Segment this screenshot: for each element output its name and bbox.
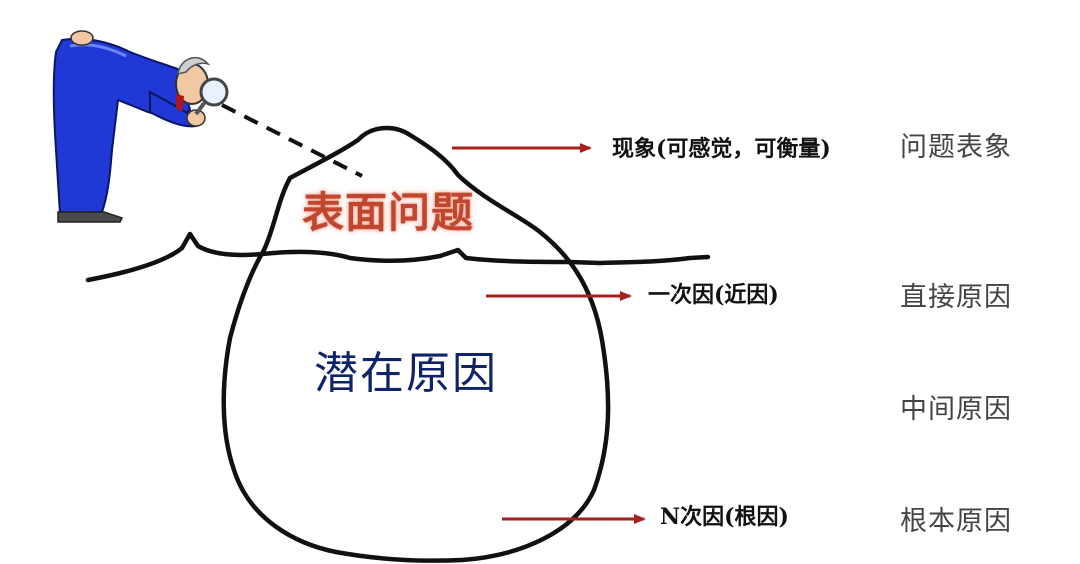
nth-cause-label: N次因(根因) (660, 504, 789, 530)
side-label-problem-appearance: 问题表象 (900, 132, 1012, 163)
side-label-direct-cause: 直接原因 (900, 282, 1012, 313)
side-label-intermediate-cause: 中间原因 (900, 394, 1012, 425)
phenomenon-label: 现象(可感觉，可衡量) (612, 136, 831, 162)
surface-problem-label: 表面问题 (302, 188, 475, 237)
waterline (85, 231, 711, 283)
primary-cause-label: 一次因(近因) (648, 282, 779, 308)
man-with-magnifying-glass-icon (52, 30, 229, 223)
iceberg-outline (221, 125, 611, 563)
potential-cause-label: 潜在原因 (314, 348, 498, 399)
sight-line (221, 103, 363, 178)
side-label-root-cause: 根本原因 (900, 506, 1012, 537)
